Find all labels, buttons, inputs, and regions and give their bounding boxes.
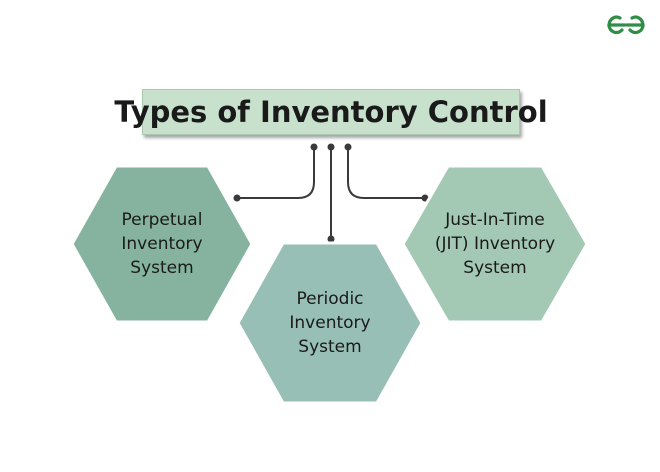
node-label-line: Inventory [121,234,203,254]
node-label-line: System [463,258,527,278]
connector-dot [344,143,352,151]
hexagon-jit [401,164,589,324]
node-label-line: Periodic [296,289,364,309]
diagram-title: Types of Inventory Control [114,89,548,135]
node-label-line: System [130,258,194,278]
connector-dot [327,143,335,151]
node-label-periodic: Periodic Inventory System [251,274,409,372]
connector-dot [310,143,318,151]
node-label-line: Just-In-Time [445,210,545,230]
connector-dot [421,194,429,202]
node-label-jit: Just-In-Time (JIT) Inventory System [411,196,579,292]
hexagon-perpetual [70,164,254,324]
node-label-line: Perpetual [121,210,203,230]
geeksforgeeks-logo-icon [607,15,645,35]
connector-dot [233,194,241,202]
node-label-line: (JIT) Inventory [434,234,556,254]
node-label-line: System [298,337,362,357]
node-label-line: Inventory [289,313,371,333]
connector-left [237,147,315,199]
hexagon-periodic [236,241,424,405]
connector-right [347,147,425,199]
connector-dot [327,235,335,243]
node-label-perpetual: Perpetual Inventory System [85,196,239,292]
